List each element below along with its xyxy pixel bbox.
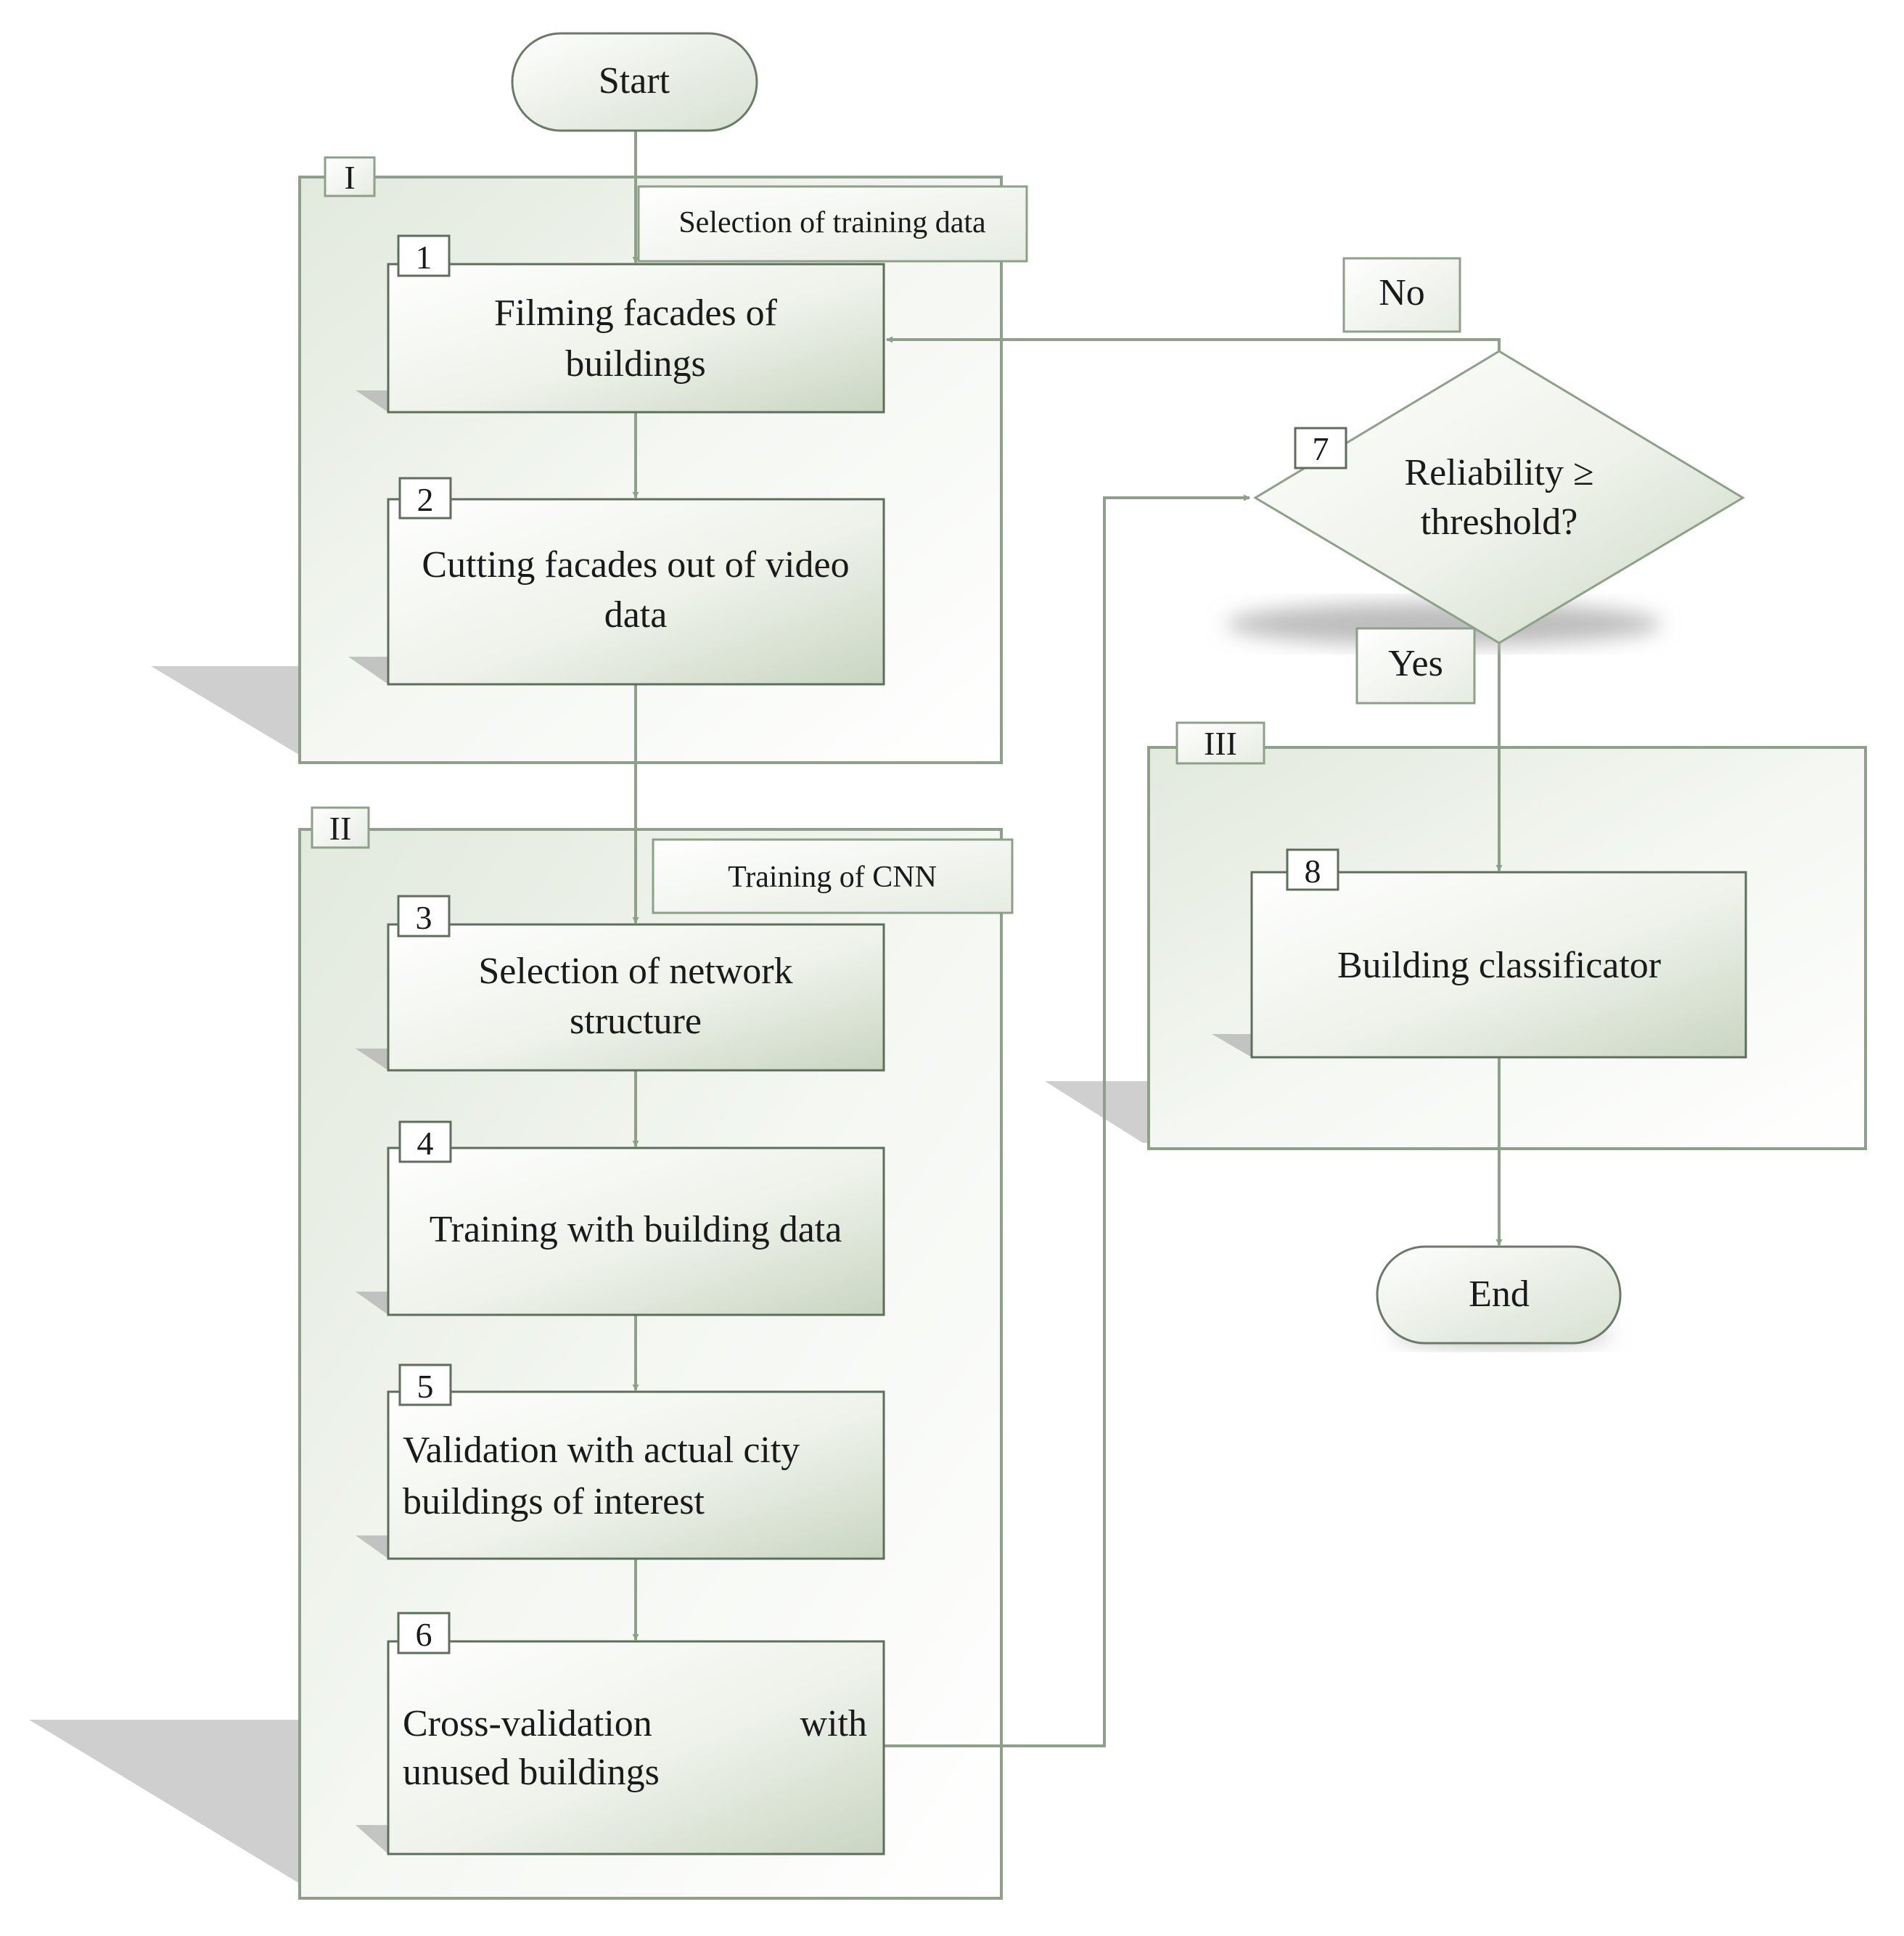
step-5-num-tag xyxy=(398,1363,452,1406)
step-4-num-tag xyxy=(398,1120,452,1163)
decision-7-line-1: Reliability ≥ xyxy=(1404,452,1593,493)
step-5: 5 Validation with actual city buildings … xyxy=(356,1363,885,1560)
decision-7-num-tag xyxy=(1294,427,1347,469)
group-I-caption: Selection of training data xyxy=(678,206,986,239)
step-3-shadow xyxy=(356,1049,388,1070)
group-II-caption: Training of CNN xyxy=(728,861,937,894)
branch-no-box xyxy=(1342,257,1461,333)
group-III-id-tag xyxy=(1175,721,1265,765)
step-3: 3 Selection of network structure xyxy=(356,895,885,1072)
branch-no-label: No xyxy=(1379,272,1425,313)
step-1-num-tag xyxy=(397,234,451,277)
step-8: 8 Building classificator xyxy=(1212,848,1747,1059)
decision-7: 7 Reliability ≥ threshold? xyxy=(1226,350,1745,646)
branch-yes-box xyxy=(1355,627,1476,705)
arrow-7-no-to-1 xyxy=(886,336,1501,351)
group-I-caption-box xyxy=(637,185,1028,263)
step-8-line-1: Building classificator xyxy=(1337,945,1661,986)
end-terminal xyxy=(1376,1245,1622,1345)
group-II-id: II xyxy=(329,810,352,847)
step-2-line-1: Cutting facades out of video xyxy=(422,544,849,586)
step-6-line-1b: with xyxy=(800,1703,867,1744)
step-3-number: 3 xyxy=(416,899,432,936)
start-node: Start xyxy=(511,32,758,132)
group-II-shadow xyxy=(29,1720,312,1887)
step-8-box xyxy=(1250,871,1747,1059)
step-5-number: 5 xyxy=(417,1368,434,1405)
end-node: End xyxy=(1376,1245,1622,1347)
end-label: End xyxy=(1469,1273,1530,1315)
step-2-number: 2 xyxy=(417,481,434,518)
step-1: 1 Filming facades of buildings xyxy=(356,234,885,414)
decision-7-diamond xyxy=(1253,350,1745,644)
step-6-box xyxy=(387,1640,885,1855)
branch-no: No xyxy=(1342,257,1461,333)
group-I-id-tag xyxy=(324,156,376,197)
start-terminal xyxy=(511,32,758,132)
group-I-shadow xyxy=(151,666,312,755)
step-2-shadow xyxy=(348,657,388,684)
step-2-num-tag xyxy=(398,477,452,520)
step-4-shadow xyxy=(356,1292,388,1315)
step-5-line-1: Validation with actual city xyxy=(403,1430,800,1471)
step-1-shadow xyxy=(356,390,388,412)
step-6-line-1a: Cross-validation xyxy=(403,1703,652,1744)
step-1-box xyxy=(387,263,885,414)
step-4: 4 Training with building data xyxy=(356,1120,885,1316)
step-8-number: 8 xyxy=(1305,853,1321,890)
step-6-number: 6 xyxy=(416,1616,432,1653)
step-2-box xyxy=(387,498,885,686)
step-3-box xyxy=(387,923,885,1072)
start-label: Start xyxy=(599,60,670,102)
step-3-num-tag xyxy=(397,895,451,938)
step-4-box xyxy=(387,1147,885,1316)
decision-7-shadow xyxy=(1226,602,1662,646)
decision-7-number: 7 xyxy=(1313,430,1329,467)
decision-7-line-2: threshold? xyxy=(1421,501,1578,543)
step-6-num-tag xyxy=(397,1612,451,1654)
step-1-line-1: Filming facades of xyxy=(494,292,778,334)
group-II-id-tag xyxy=(311,806,370,849)
group-II-caption-box xyxy=(652,838,1014,914)
step-8-num-tag xyxy=(1286,848,1339,891)
group-III-id: III xyxy=(1204,725,1237,762)
step-5-line-2: buildings of interest xyxy=(403,1481,705,1522)
step-4-number: 4 xyxy=(417,1125,434,1162)
connectors xyxy=(632,131,1503,1747)
step-1-line-2: buildings xyxy=(565,343,706,385)
branch-yes: Yes xyxy=(1355,627,1476,705)
step-1-number: 1 xyxy=(416,239,432,276)
step-6-shadow xyxy=(356,1825,388,1854)
branch-yes-label: Yes xyxy=(1388,643,1443,684)
step-5-box xyxy=(387,1390,885,1560)
step-2-line-2: data xyxy=(604,594,668,636)
step-3-line-2: structure xyxy=(570,1001,702,1042)
step-5-shadow xyxy=(356,1535,388,1559)
group-I-id: I xyxy=(344,159,355,196)
step-3-line-1: Selection of network xyxy=(478,951,792,992)
step-2: 2 Cutting facades out of video data xyxy=(348,477,885,686)
step-4-line-1: Training with building data xyxy=(430,1209,842,1250)
step-8-shadow xyxy=(1212,1034,1252,1057)
step-6: 6 Cross-validation with unused buildings xyxy=(356,1612,885,1855)
step-6-line-2: unused buildings xyxy=(403,1752,660,1793)
arrow-6-to-7 xyxy=(884,494,1250,1747)
